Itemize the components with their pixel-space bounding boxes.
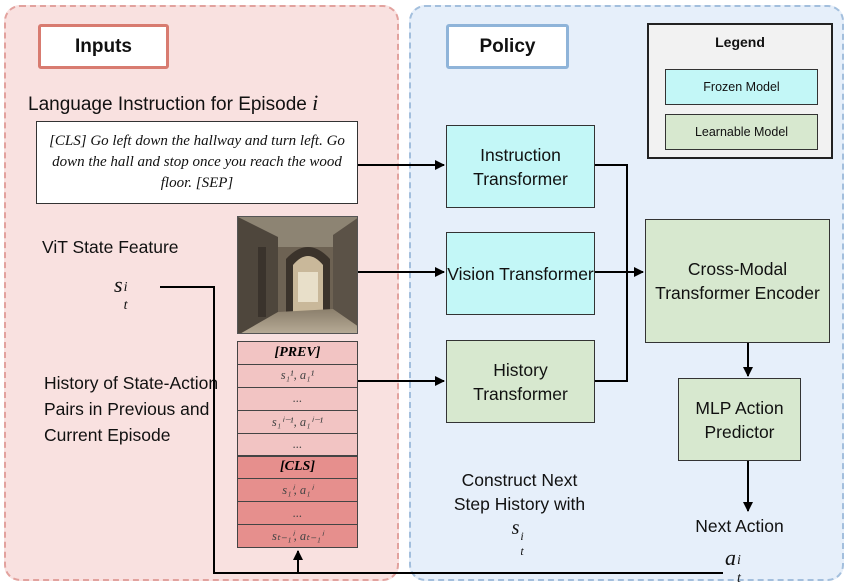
next-action-label: Next Action — [695, 516, 784, 536]
state-sub: t — [123, 298, 128, 313]
line-instruction-out — [595, 164, 628, 272]
state-sup: i — [123, 280, 128, 295]
history-row: [PREV] — [237, 341, 358, 365]
construct-state-sup: i — [520, 529, 524, 543]
action-sup: i — [737, 553, 741, 568]
line-history-out — [595, 272, 628, 382]
line-state-feature — [160, 286, 723, 574]
legend-learnable: Learnable Model — [665, 114, 818, 150]
construct-text: Construct Next Step History with — [453, 470, 586, 514]
episode-variable: i — [312, 90, 319, 115]
inputs-header: Inputs — [38, 24, 169, 69]
construct-state-base: s — [511, 517, 520, 539]
cross-modal-encoder-box: Cross-Modal Transformer Encoder — [645, 219, 830, 343]
language-instruction-title: Language Instruction for Episode i — [28, 90, 368, 116]
legend-title: Legend — [715, 34, 765, 50]
vit-state-feature-label: ViT State Feature — [42, 237, 179, 257]
vision-transformer-box: Vision Transformer — [446, 232, 595, 315]
history-row: s₁¹, a₁¹ — [237, 363, 358, 388]
action-sub: t — [737, 571, 741, 586]
construct-state-sub: t — [520, 544, 524, 558]
history-row: s₁ⁱ⁻¹, a₁ⁱ⁻¹ — [237, 409, 358, 434]
state-base: s — [114, 272, 123, 297]
instruction-transformer-box: Instruction Transformer — [446, 125, 595, 208]
instruction-text-box: [CLS] Go left down the hallway and turn … — [36, 121, 358, 204]
history-transformer-box: History Transformer — [446, 340, 595, 423]
action-base: a — [725, 545, 736, 570]
observation-image — [237, 216, 358, 334]
language-title-text: Language Instruction for Episode — [28, 94, 307, 115]
history-label: History of State-Action Pairs in Previou… — [44, 373, 219, 445]
policy-header: Policy — [446, 24, 569, 69]
legend-frozen: Frozen Model — [665, 69, 818, 105]
mlp-action-predictor-box: MLP Action Predictor — [678, 378, 801, 461]
history-row: sₜ₋₁ⁱ, aₜ₋₁ⁱ — [237, 524, 358, 549]
